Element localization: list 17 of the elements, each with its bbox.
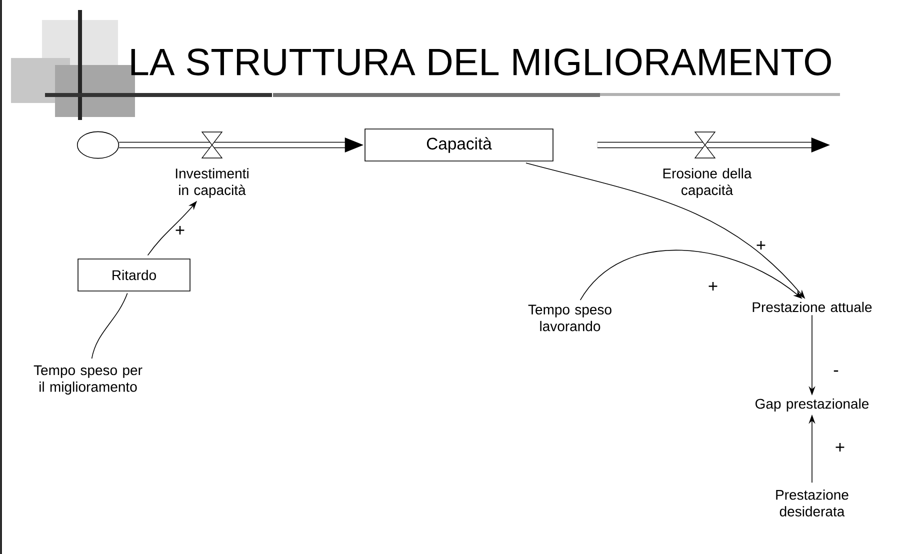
flow-label: Investimenti in capacità <box>176 168 248 198</box>
link-line <box>91 292 128 359</box>
variable-label: Prestazione desiderata <box>776 490 848 516</box>
variable-label: Gap prestazionale <box>756 398 869 412</box>
delay-box: Ritardo <box>78 258 190 292</box>
variable-label: Tempo speso lavorando <box>528 304 612 332</box>
polarity-sign: - <box>834 370 838 372</box>
polarity-sign: + <box>836 443 844 452</box>
stock-box: Capacità <box>364 128 554 162</box>
variable-label: Tempo speso per il miglioramento <box>34 365 142 395</box>
flow-label: Erosione della capacità <box>663 168 752 198</box>
cloud-ellipse <box>76 131 120 159</box>
variable-label: Prestazione attuale <box>752 302 872 312</box>
polarity-sign: + <box>756 241 766 250</box>
polarity-sign: + <box>708 282 718 290</box>
polarity-sign: + <box>176 226 184 234</box>
title: LA STRUTTURA DEL MIGLIORAMENTO <box>131 48 831 76</box>
